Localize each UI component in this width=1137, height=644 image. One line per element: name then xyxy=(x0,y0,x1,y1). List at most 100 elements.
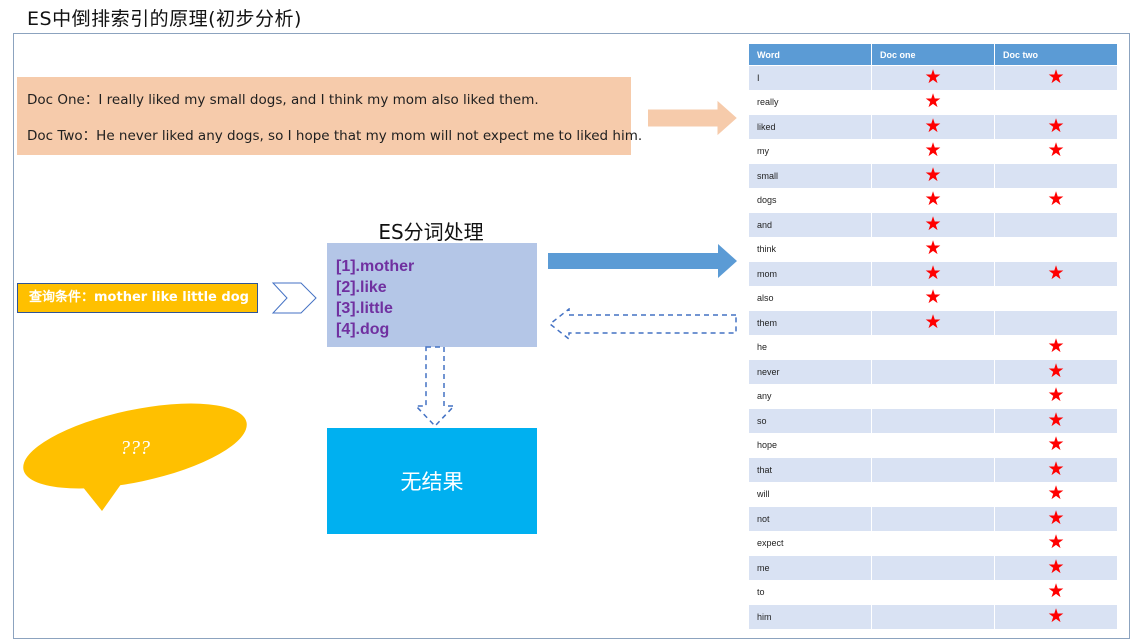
doc-one-cell xyxy=(872,409,994,433)
table-row: I★★ xyxy=(749,66,1117,90)
doc-two-cell: ★ xyxy=(995,66,1117,90)
word-cell: not xyxy=(749,507,871,531)
star-icon: ★ xyxy=(1047,532,1065,554)
table-row: and ★ xyxy=(749,213,1117,237)
table-row: them ★ xyxy=(749,311,1117,335)
doc-one-cell xyxy=(872,384,994,408)
doc-two-cell: ★ xyxy=(995,580,1117,604)
star-icon: ★ xyxy=(1047,507,1065,529)
table-row: liked ★ ★ xyxy=(749,115,1117,139)
table-row: my★★ xyxy=(749,139,1117,163)
table-row: that★ xyxy=(749,458,1117,482)
doc-two-cell: ★ xyxy=(995,115,1117,139)
docs-to-table-arrow xyxy=(648,100,737,136)
table-row: not ★ xyxy=(749,507,1117,531)
word-cell: he xyxy=(749,335,871,359)
star-icon: ★ xyxy=(1047,360,1065,382)
doc-one-cell: ★ xyxy=(872,164,994,188)
doc-two-cell xyxy=(995,213,1117,237)
word-cell: me xyxy=(749,556,871,580)
table-row: expect★ xyxy=(749,531,1117,555)
star-icon: ★ xyxy=(1047,66,1065,88)
table-row: me ★ xyxy=(749,556,1117,580)
doc-two-cell xyxy=(995,311,1117,335)
star-icon: ★ xyxy=(924,164,942,186)
word-cell: really xyxy=(749,90,871,114)
table-row: also★ xyxy=(749,286,1117,310)
doc-two-cell xyxy=(995,237,1117,261)
token-item: [2].like xyxy=(336,279,387,296)
speech-bubble xyxy=(23,403,247,511)
table-row: he ★ xyxy=(749,335,1117,359)
star-icon: ★ xyxy=(924,115,942,137)
doc-two-cell: ★ xyxy=(995,605,1117,629)
doc-two-cell: ★ xyxy=(995,139,1117,163)
doc-one-cell: ★ xyxy=(872,311,994,335)
inverted-index-table: Word Doc one Doc two I★★really★liked★★my… xyxy=(748,43,1118,630)
word-cell: and xyxy=(749,213,871,237)
word-cell: dogs xyxy=(749,188,871,212)
star-icon: ★ xyxy=(1047,115,1065,137)
star-icon: ★ xyxy=(924,189,942,211)
doc-one-cell xyxy=(872,556,994,580)
doc-two-cell: ★ xyxy=(995,482,1117,506)
star-icon: ★ xyxy=(924,238,942,260)
doc-two-cell: ★ xyxy=(995,360,1117,384)
result-box: 无结果 xyxy=(327,428,537,534)
table-row: to★ xyxy=(749,580,1117,604)
doc-one-cell xyxy=(872,531,994,555)
doc-two-cell xyxy=(995,90,1117,114)
star-icon: ★ xyxy=(924,262,942,284)
table-row: small ★ xyxy=(749,164,1117,188)
table-row: never ★ xyxy=(749,360,1117,384)
table-row: so★ xyxy=(749,409,1117,433)
word-cell: my xyxy=(749,139,871,163)
bubble-question-text: ??? xyxy=(120,437,150,459)
doc-two-cell xyxy=(995,164,1117,188)
star-icon: ★ xyxy=(924,66,942,88)
table-to-tokens-dashed-arrow xyxy=(548,308,737,340)
star-icon: ★ xyxy=(1047,434,1065,456)
word-cell: will xyxy=(749,482,871,506)
doc-one-cell: ★ xyxy=(872,139,994,163)
doc-one-text: Doc One：I really liked my small dogs, an… xyxy=(27,92,539,108)
doc-one-cell xyxy=(872,458,994,482)
doc-one-cell xyxy=(872,507,994,531)
word-cell: small xyxy=(749,164,871,188)
doc-one-cell xyxy=(872,580,994,604)
doc-one-cell: ★ xyxy=(872,66,994,90)
star-icon: ★ xyxy=(1047,140,1065,162)
analysis-label: ES分词处理 xyxy=(378,220,484,244)
star-icon: ★ xyxy=(924,213,942,235)
table-row: dogs ★ ★ xyxy=(749,188,1117,212)
doc-two-cell: ★ xyxy=(995,384,1117,408)
star-icon: ★ xyxy=(1047,581,1065,603)
star-icon: ★ xyxy=(1047,483,1065,505)
star-icon: ★ xyxy=(924,311,942,333)
word-cell: liked xyxy=(749,115,871,139)
star-icon: ★ xyxy=(1047,189,1065,211)
word-cell: never xyxy=(749,360,871,384)
header-doc-two: Doc two xyxy=(995,44,1117,65)
doc-two-cell: ★ xyxy=(995,262,1117,286)
word-cell: that xyxy=(749,458,871,482)
table-row: will ★ xyxy=(749,482,1117,506)
tokens-to-result-dashed-arrow xyxy=(414,346,456,428)
star-icon: ★ xyxy=(1047,385,1065,407)
star-icon: ★ xyxy=(1047,336,1065,358)
token-item: [4].dog xyxy=(336,321,390,338)
doc-one-cell xyxy=(872,335,994,359)
doc-two-cell: ★ xyxy=(995,188,1117,212)
doc-two-cell xyxy=(995,286,1117,310)
doc-two-cell: ★ xyxy=(995,531,1117,555)
documents-box: Doc One：I really liked my small dogs, an… xyxy=(17,77,642,155)
doc-two-cell: ★ xyxy=(995,556,1117,580)
word-cell: them xyxy=(749,311,871,335)
header-doc-one: Doc one xyxy=(872,44,994,65)
diagram-frame xyxy=(13,33,1130,639)
star-icon: ★ xyxy=(924,91,942,113)
doc-one-cell xyxy=(872,360,994,384)
doc-one-cell xyxy=(872,433,994,457)
token-list-box: [1].mother [2].like [3].little [4].dog xyxy=(327,243,537,347)
doc-one-cell: ★ xyxy=(872,115,994,139)
